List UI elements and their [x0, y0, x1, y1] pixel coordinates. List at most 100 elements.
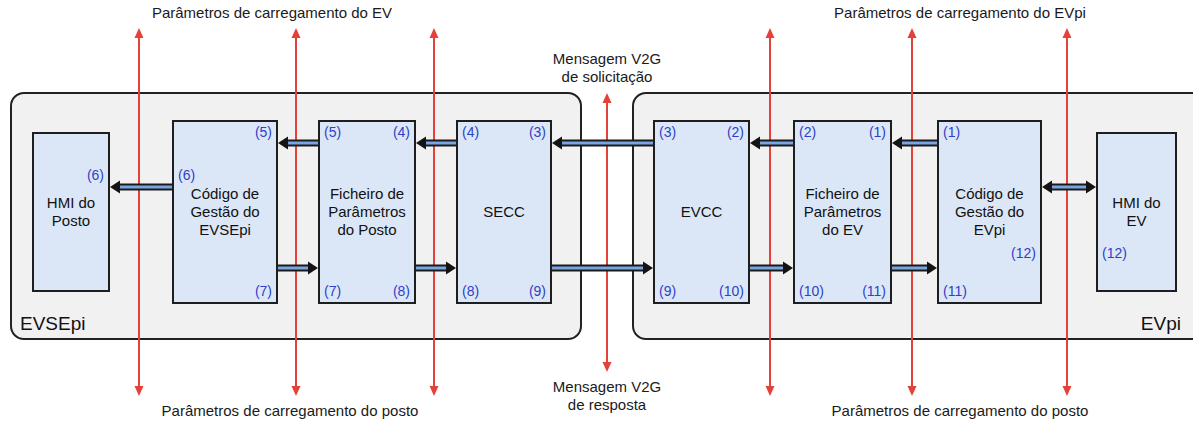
- arrow-shaft-fill: [416, 267, 447, 270]
- parameter-arrow-head: [603, 93, 612, 103]
- arrow-shaft-outline: [278, 265, 309, 272]
- parameter-arrow-head: [135, 28, 144, 38]
- arrow-shaft-outline: [425, 140, 456, 147]
- parameter-arrow-head: [1063, 386, 1072, 396]
- arrow-shaft-outline: [1051, 184, 1087, 191]
- arrow-head: [750, 137, 760, 150]
- arrow-head: [1086, 181, 1096, 194]
- parameter-arrow-head: [908, 28, 917, 38]
- arrow-shaft-fill: [750, 267, 784, 270]
- box-label: Ficheiro de Parâmetros do EV: [795, 185, 890, 239]
- annotation-label: Parâmetros de carregamento do posto: [133, 402, 447, 420]
- arrow-shaft-fill: [892, 267, 928, 270]
- arrow-head: [110, 181, 120, 194]
- data-flow-arrow: [278, 262, 318, 275]
- data-flow-arrow: [552, 262, 653, 275]
- parameter-arrow-line: [138, 36, 140, 388]
- parameter-arrow-line: [295, 36, 297, 388]
- arrow-shaft-outline: [750, 265, 784, 272]
- arrow-shaft-fill: [278, 267, 309, 270]
- callout-number: (4): [393, 125, 410, 140]
- data-flow-arrow: [892, 262, 937, 275]
- arrow-head: [927, 262, 937, 275]
- panel-title: EVpi: [1141, 313, 1181, 335]
- annotation-label: Mensagem V2G de solicitação: [548, 50, 667, 86]
- process-box: Código de Gestão do EVSEpi (6) (5) (7): [172, 120, 278, 304]
- arrow-head: [1042, 181, 1052, 194]
- arrow-head: [643, 262, 653, 275]
- arrow-head: [416, 137, 426, 150]
- arrow-shaft-outline: [561, 140, 653, 147]
- arrow-head: [552, 137, 562, 150]
- arrow-head: [783, 262, 793, 275]
- callout-number: (7): [255, 284, 272, 299]
- arrow-head: [308, 262, 318, 275]
- callout-number: (1): [869, 125, 886, 140]
- arrow-shaft-outline: [759, 140, 793, 147]
- parameter-arrow-group: [135, 28, 1072, 396]
- data-flow-arrow: [750, 137, 793, 150]
- arrow-shaft-fill: [901, 142, 937, 145]
- callout-number: (8): [462, 284, 479, 299]
- arrow-shaft-fill: [552, 267, 644, 270]
- callout-number: (1): [943, 125, 960, 140]
- process-box: HMI do EV (12): [1096, 132, 1177, 292]
- arrow-shaft-outline: [892, 265, 928, 272]
- arrow-head: [278, 137, 288, 150]
- parameter-arrow-head: [135, 386, 144, 396]
- callout-number: (4): [462, 125, 479, 140]
- data-flow-arrow: [1042, 181, 1096, 194]
- callout-number: (5): [255, 125, 272, 140]
- arrow-shaft-fill: [1051, 186, 1087, 189]
- process-box: EVCC (3) (2) (9) (10): [653, 120, 750, 304]
- arrow-shaft-outline: [416, 265, 447, 272]
- arrow-shaft-fill: [759, 142, 793, 145]
- box-label: HMI do EV: [1098, 194, 1175, 230]
- process-box: Ficheiro de Parâmetros do EV(2)(1)(10)(1…: [793, 120, 892, 304]
- callout-number: (12): [1011, 246, 1036, 261]
- arrow-shaft-fill: [561, 142, 653, 145]
- data-flow-arrow: [892, 137, 937, 150]
- data-flow-arrow: [278, 137, 318, 150]
- callout-number: (5): [324, 125, 341, 140]
- parameter-arrow-head: [766, 28, 775, 38]
- box-label: Ficheiro de Parâmetros do Posto: [320, 185, 414, 239]
- arrow-shaft-fill: [287, 142, 318, 145]
- callout-number: (9): [529, 284, 546, 299]
- callout-number: (6): [178, 168, 195, 183]
- callout-number: (2): [727, 125, 744, 140]
- parameter-arrow-head: [292, 28, 301, 38]
- parameter-arrow-head: [430, 386, 439, 396]
- callout-number: (2): [799, 125, 816, 140]
- parameter-arrow-head: [603, 362, 612, 372]
- box-label: Código de Gestão do EVpi: [939, 185, 1040, 239]
- callout-number: (3): [659, 125, 676, 140]
- arrow-head: [892, 137, 902, 150]
- box-label: Código de Gestão do EVSEpi: [174, 185, 276, 239]
- annotation-label: Parâmetros de carregamento do posto: [803, 402, 1117, 420]
- annotation-label: Mensagem V2G de resposta: [548, 378, 667, 414]
- callout-number: (10): [719, 284, 744, 299]
- callout-number: (3): [529, 125, 546, 140]
- parameter-arrow-head: [292, 386, 301, 396]
- callout-number: (12): [1102, 246, 1127, 261]
- annotation-label: Parâmetros de carregamento do EV: [120, 4, 424, 22]
- data-flow-arrow: [416, 262, 456, 275]
- callout-number: (11): [943, 284, 967, 299]
- arrow-shaft-outline: [901, 140, 937, 147]
- arrow-shaft-fill: [119, 186, 172, 189]
- callout-number: (9): [659, 284, 676, 299]
- annotation-label: Parâmetros de carregamento do EVpi: [803, 4, 1117, 22]
- callout-number: (11): [862, 284, 886, 299]
- arrow-shaft-outline: [119, 184, 172, 191]
- process-box: Código de Gestão do EVpi (1) (12) (11): [937, 120, 1042, 304]
- parameter-arrow-line: [433, 36, 435, 388]
- arrow-shaft-outline: [552, 265, 644, 272]
- arrow-shaft-fill: [425, 142, 456, 145]
- arrow-head: [446, 262, 456, 275]
- parameter-arrow-head: [908, 386, 917, 396]
- data-flow-arrow: [110, 181, 172, 194]
- box-label: EVCC: [677, 203, 727, 221]
- callout-number: (6): [87, 168, 104, 183]
